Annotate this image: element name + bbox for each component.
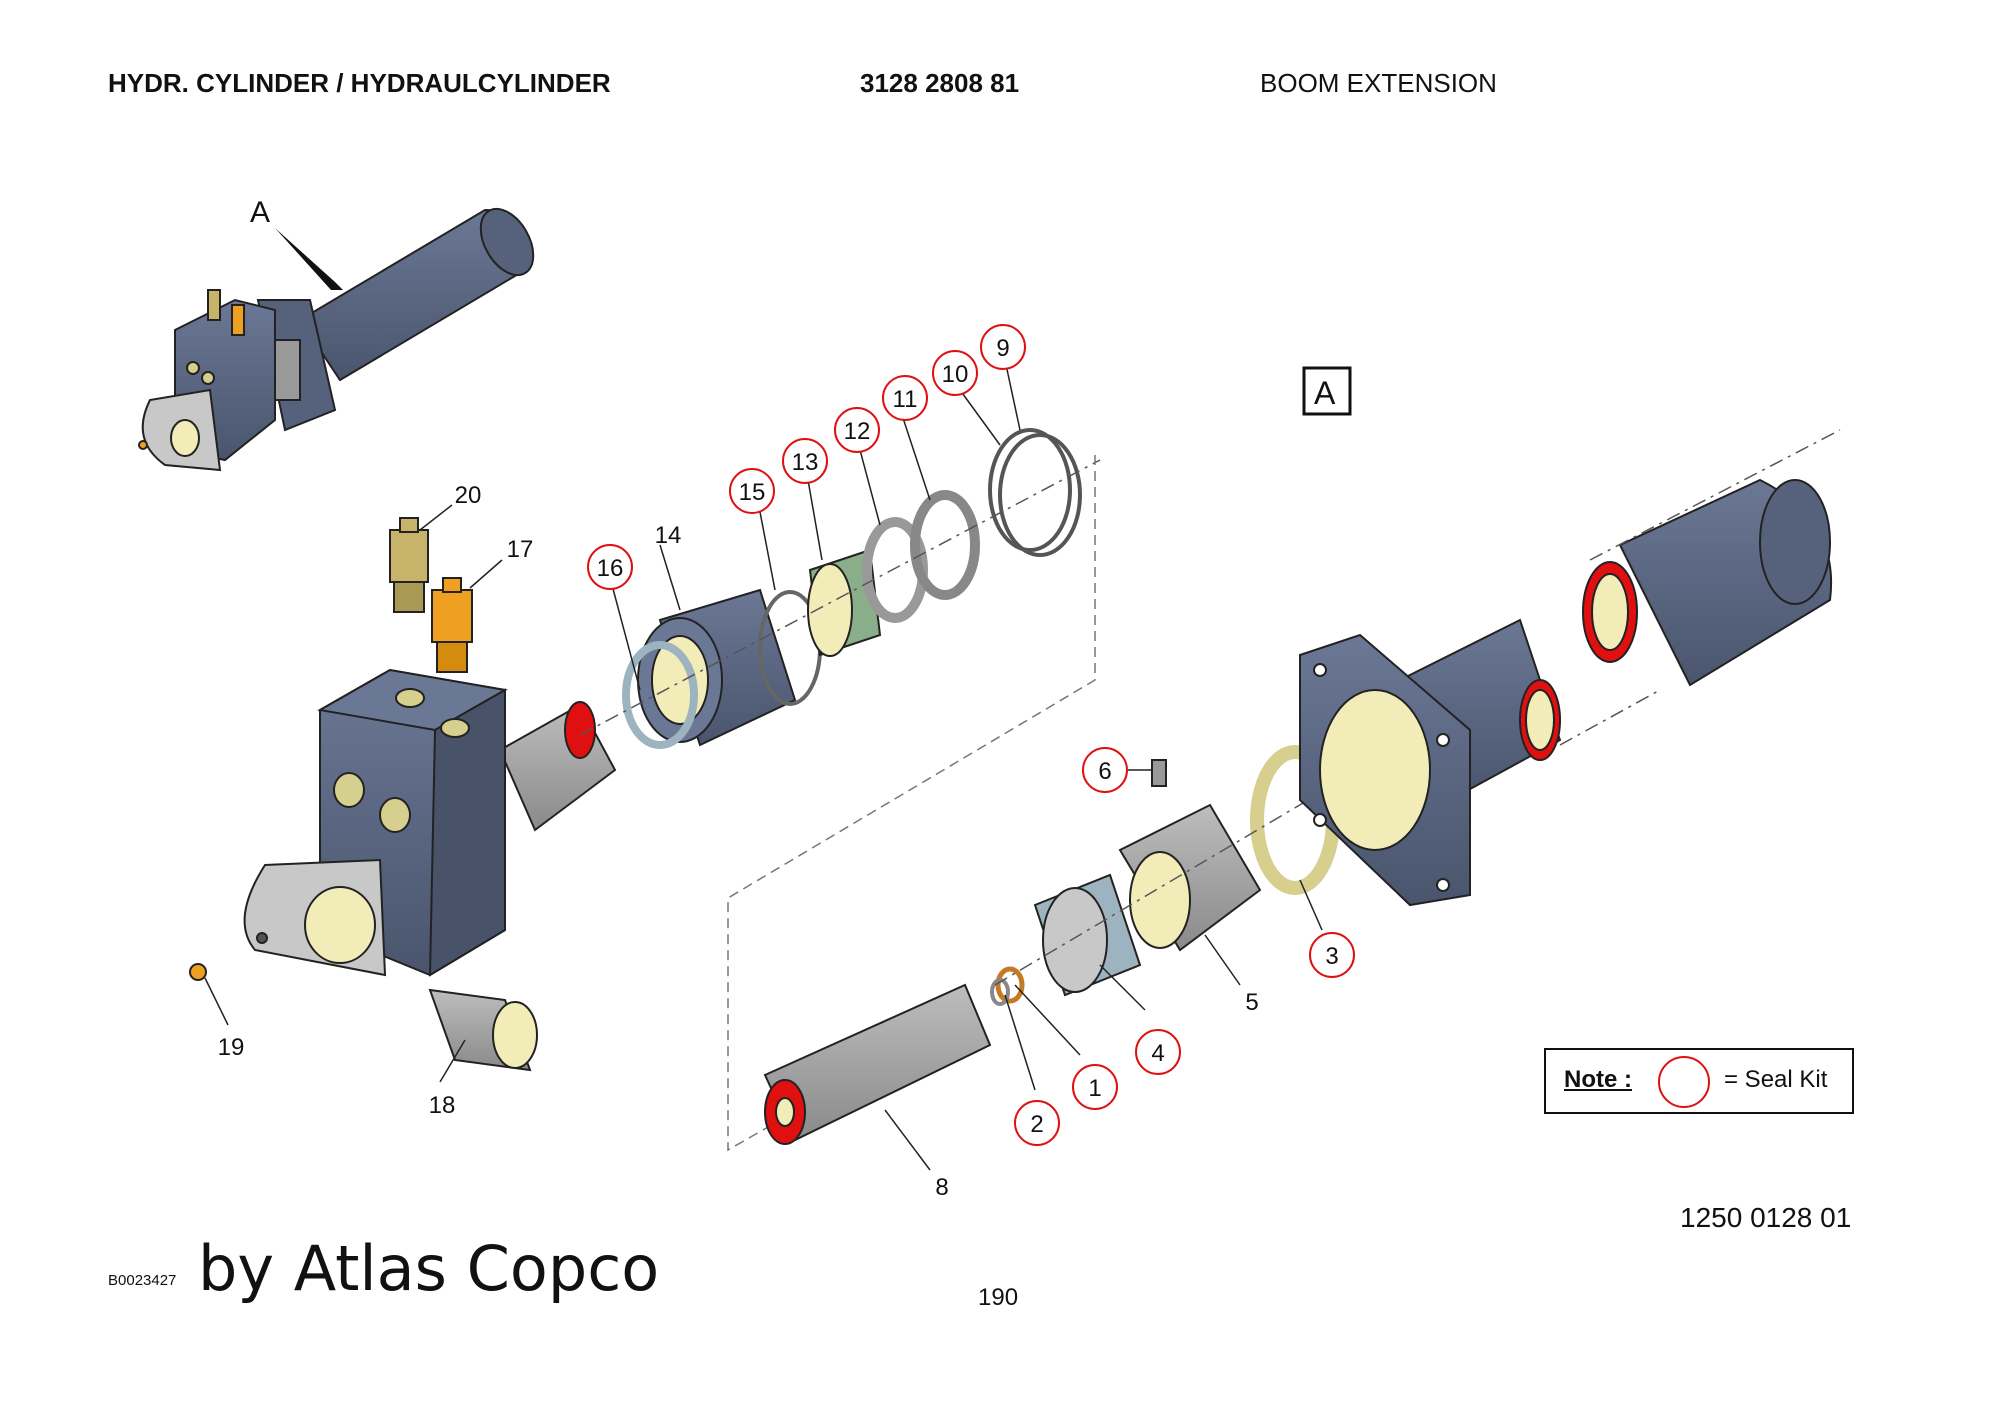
leader-lines	[204, 359, 1323, 1171]
part-number: 3128 2808 81	[860, 68, 1020, 98]
callout-17: 17	[507, 536, 534, 563]
detail-marker-label: A	[1314, 375, 1336, 411]
seal-kit-callout: 10	[932, 350, 978, 396]
seal-kit-note: Note : = Seal Kit	[1544, 1048, 1854, 1114]
callout-6: 6	[1098, 758, 1111, 785]
callout-14: 14	[655, 522, 682, 549]
seal-kit-callout: 13	[782, 438, 828, 484]
page-number: 190	[978, 1284, 1019, 1311]
callout-10: 10	[942, 361, 969, 388]
callout-19: 19	[218, 1034, 245, 1061]
callout-15: 15	[739, 479, 766, 506]
callouts: 1 2 3 4 6 9 10 11	[218, 324, 1355, 1201]
seal-kit-callout: 12	[834, 407, 880, 453]
seal-kit-callout: 4	[1135, 1029, 1181, 1075]
callout-16: 16	[597, 555, 624, 582]
note-text: = Seal Kit	[1724, 1066, 1828, 1093]
callout-2: 2	[1030, 1111, 1043, 1138]
head-block	[189, 517, 617, 1072]
overview-assembly	[138, 207, 535, 472]
callout-9: 9	[996, 335, 1009, 362]
view-arrow-label: A	[250, 196, 270, 229]
seal-kit-callout: 3	[1309, 932, 1355, 978]
callout-3: 3	[1325, 943, 1338, 970]
drawing-title: HYDR. CYLINDER / HYDRAULCYLINDER	[108, 68, 611, 98]
callout-13: 13	[792, 449, 819, 476]
seal-kit-circle-icon	[1658, 1056, 1710, 1108]
section-title: BOOM EXTENSION	[1260, 68, 1497, 98]
seal-kit-callout: 16	[587, 544, 633, 590]
callout-5: 5	[1245, 989, 1258, 1016]
seal-kit-callout: 15	[729, 468, 775, 514]
view-arrow-icon	[275, 228, 343, 290]
callout-20: 20	[455, 482, 482, 509]
callout-12: 12	[844, 418, 871, 445]
callout-18: 18	[429, 1092, 456, 1119]
note-label: Note :	[1564, 1066, 1632, 1093]
detail-cylinder	[1299, 478, 1833, 907]
image-id: B0023427	[108, 1272, 177, 1289]
seal-stack	[622, 428, 1082, 749]
callout-8: 8	[935, 1174, 948, 1201]
document-number: 1250 0128 01	[1680, 1202, 1852, 1233]
callout-1: 1	[1088, 1075, 1101, 1102]
piston-group	[763, 745, 1340, 1145]
callout-11: 11	[893, 386, 918, 413]
seal-kit-callout: 11	[882, 375, 928, 421]
seal-kit-callout: 2	[1014, 1100, 1060, 1146]
seal-kit-callout: 6	[1082, 747, 1128, 793]
seal-kit-callout: 9	[980, 324, 1026, 370]
detail-marker-box	[1302, 366, 1352, 416]
callout-4: 4	[1151, 1040, 1164, 1067]
seal-kit-callout: 1	[1072, 1064, 1118, 1110]
brand-text: by Atlas Copco	[198, 1232, 660, 1305]
